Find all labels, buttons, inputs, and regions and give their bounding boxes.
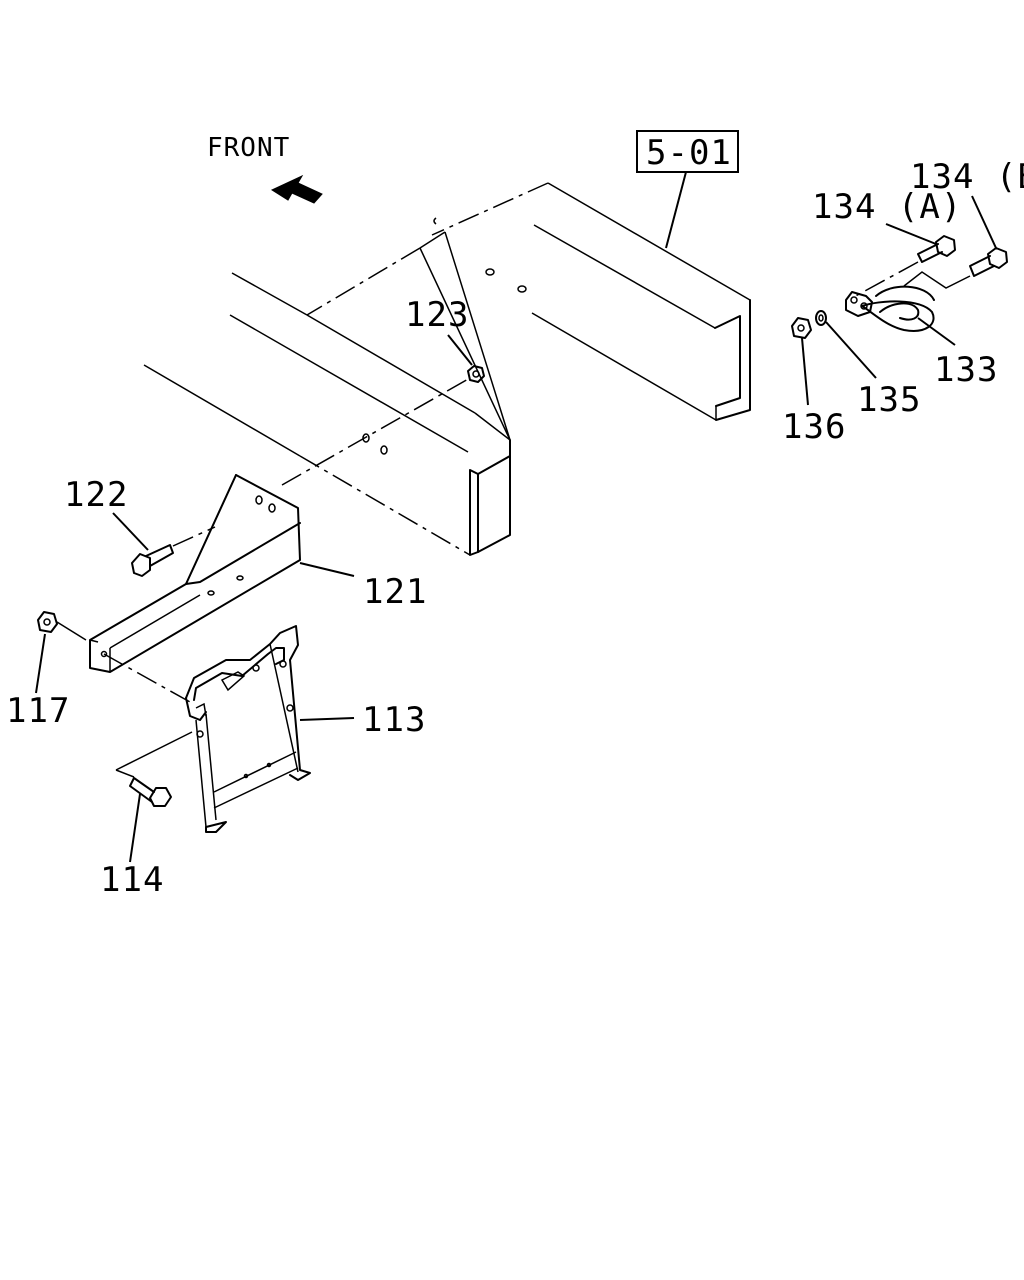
callout-134b: 134 (B) xyxy=(910,157,1024,197)
part-122-bolt[interactable]: 122 xyxy=(64,475,216,577)
reference-box[interactable]: 5-01 xyxy=(636,130,739,249)
part-123-nut[interactable]: 123 xyxy=(405,295,485,383)
callout-134a: 134 (A) xyxy=(812,187,962,227)
part-134a-bolt[interactable]: 134 (A) xyxy=(812,187,962,299)
part-136-nut[interactable]: 136 xyxy=(782,317,846,447)
part-114-bolt[interactable]: 114 xyxy=(100,731,193,900)
callout-133: 133 xyxy=(934,350,998,390)
front-label: FRONT xyxy=(207,133,290,163)
frame-rail-rear xyxy=(431,182,751,421)
callout-135: 135 xyxy=(857,380,921,420)
part-134b-bolt[interactable]: 134 (B) xyxy=(903,157,1024,289)
part-117-nut[interactable]: 117 xyxy=(6,611,87,731)
front-indicator: FRONT xyxy=(207,133,323,204)
callout-117: 117 xyxy=(6,691,70,731)
frame-rail-front xyxy=(143,231,527,556)
part-113-carrier[interactable]: 113 xyxy=(185,625,426,833)
callout-136: 136 xyxy=(782,407,846,447)
front-arrow-icon xyxy=(270,174,323,204)
callout-114: 114 xyxy=(100,860,164,900)
callout-123: 123 xyxy=(405,295,469,335)
part-135-washer[interactable]: 135 xyxy=(815,310,921,420)
callout-122: 122 xyxy=(64,475,128,515)
assembly-line-113 xyxy=(103,653,191,703)
assembly-line-123 xyxy=(281,377,471,486)
callout-121: 121 xyxy=(363,572,427,612)
callout-113: 113 xyxy=(362,700,426,740)
part-133-hook[interactable]: 133 xyxy=(845,285,998,390)
part-121-bracket[interactable]: 121 xyxy=(89,474,427,673)
reference-box-label: 5-01 xyxy=(646,133,732,173)
